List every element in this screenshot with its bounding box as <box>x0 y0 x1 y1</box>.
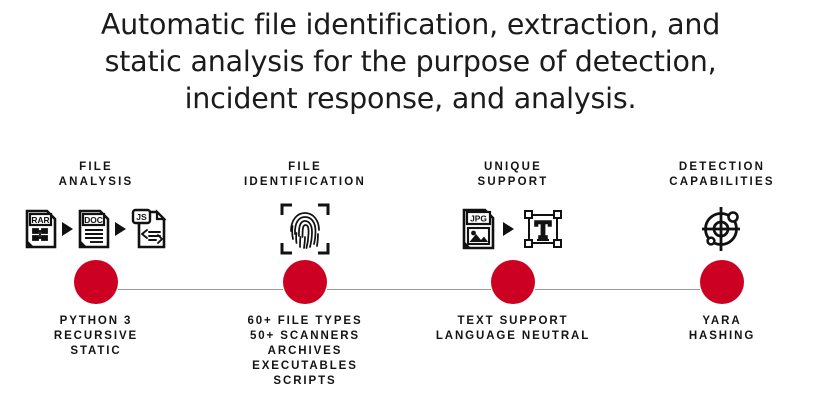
timeline-dot-2[interactable] <box>283 260 327 304</box>
js-file-icon: JS <box>131 208 167 250</box>
svg-text:DOC: DOC <box>84 215 103 225</box>
step-caption-file-identification: 60+ FILE TYPES 50+ SCANNERS ARCHIVES EXE… <box>247 315 363 387</box>
headline-line-3: incident response, and analysis. <box>184 82 637 115</box>
svg-text:RAR: RAR <box>31 215 49 225</box>
arrow-right-icon <box>502 222 514 236</box>
arrow-right-icon <box>115 222 126 236</box>
icon-group-file-analysis: RAR <box>0 198 206 260</box>
timeline-dot-1[interactable] <box>74 260 118 304</box>
text-box-icon <box>521 207 565 251</box>
target-crosshair-icon <box>698 204 746 254</box>
step-title-unique-support: UNIQUE SUPPORT <box>477 161 549 188</box>
timeline-connector-1 <box>118 289 283 290</box>
step-title-detection-capabilities: DETECTION CAPABILITIES <box>669 161 775 188</box>
headline-line-2: static analysis for the purpose of detec… <box>104 45 717 78</box>
icon-group-detection-capabilities <box>612 198 821 260</box>
timeline-step-unique-support[interactable]: UNIQUE SUPPORT JPG <box>403 160 623 344</box>
timeline-connector-3 <box>535 289 700 290</box>
timeline-connector-2 <box>327 289 491 290</box>
jpg-image-file-icon: JPG <box>462 208 496 250</box>
step-caption-detection-capabilities: YARA HASHING <box>688 315 756 342</box>
timeline-step-detection-capabilities[interactable]: DETECTION CAPABILITIES YARA HASHING <box>612 160 821 344</box>
arrow-right-icon <box>62 222 73 236</box>
timeline-step-file-identification[interactable]: FILE IDENTIFICATION <box>195 160 415 389</box>
icon-group-file-identification <box>195 198 415 260</box>
step-caption-file-analysis: PYTHON 3 RECURSIVE STATIC <box>53 315 139 357</box>
rar-file-icon: RAR <box>25 209 57 249</box>
page-headline: Automatic file identification, extractio… <box>0 6 821 117</box>
timeline-dot-3[interactable] <box>491 260 535 304</box>
step-title-file-analysis: FILE ANALYSIS <box>58 161 134 188</box>
doc-file-icon: DOC <box>78 209 110 249</box>
svg-text:JS: JS <box>136 212 147 222</box>
step-title-file-identification: FILE IDENTIFICATION <box>244 161 366 188</box>
timeline-dot-4[interactable] <box>700 260 744 304</box>
headline-line-1: Automatic file identification, extractio… <box>100 8 721 41</box>
step-caption-unique-support: TEXT SUPPORT LANGUAGE NEUTRAL <box>435 315 591 342</box>
timeline-step-file-analysis[interactable]: FILE ANALYSIS RAR <box>0 160 206 359</box>
svg-text:JPG: JPG <box>470 213 487 223</box>
fingerprint-scan-icon <box>280 203 330 255</box>
icon-group-unique-support: JPG <box>403 198 623 260</box>
